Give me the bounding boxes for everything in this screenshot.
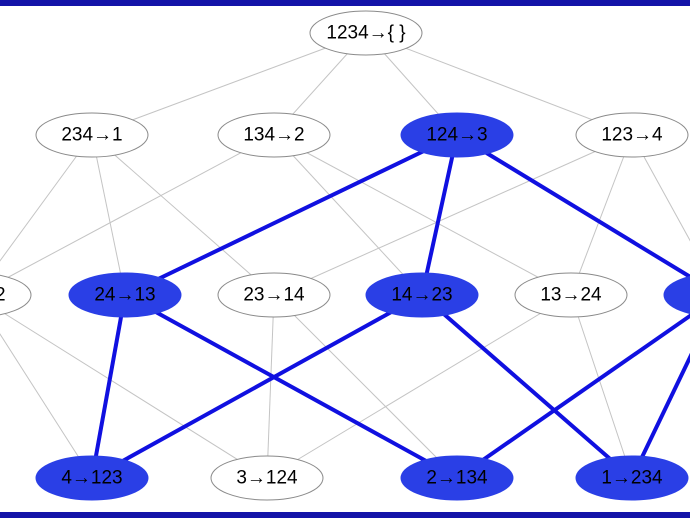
- highlighted-edge-n124_3-to-n12_34: [455, 133, 690, 280]
- node-label: 14→23: [391, 285, 452, 306]
- highlighted-edge-n14_23-to-n4_123: [91, 293, 423, 480]
- node-label: 1→234: [601, 468, 663, 489]
- edge-n234_1-to-n24_13: [91, 134, 126, 296]
- highlighted-edge-n124_3-to-n24_13: [124, 133, 458, 297]
- edge-n123_4-to-n23_14: [273, 134, 633, 296]
- node-n134_2: 134→2: [217, 112, 331, 158]
- highlighted-node-n4_123: 4→123: [35, 455, 149, 501]
- node-ellipse: [35, 112, 149, 158]
- node-ellipse: [210, 455, 324, 501]
- edge-n13_24-to-n1_234: [570, 294, 633, 479]
- node-n123_4: 123→4: [575, 112, 689, 158]
- node-n23_14: 23→14: [217, 272, 331, 318]
- highlighted-node-n12_34: 12→34: [663, 275, 690, 315]
- node-label: 234→1: [61, 125, 122, 146]
- node-ellipse: [575, 455, 689, 501]
- node-ellipse: [400, 112, 514, 158]
- node-label: 24→13: [94, 285, 155, 306]
- node-label: 13→24: [540, 285, 602, 306]
- node-label: 2→134: [426, 468, 488, 489]
- highlighted-edge-n12_34-to-n1_234: [630, 352, 690, 479]
- highlighted-node-n124_3: 124→3: [400, 112, 514, 158]
- node-n234_1: 234→1: [35, 112, 149, 158]
- edge-n34_12-to-n3_124: [0, 310, 268, 479]
- node-label: 123→4: [601, 125, 663, 146]
- node-ellipse: [514, 272, 628, 318]
- node-label: 23→14: [243, 285, 305, 306]
- node-ellipse: [217, 272, 331, 318]
- edge-n134_2-to-n34_12: [0, 134, 275, 283]
- node-ellipse: [309, 10, 423, 56]
- node-label: 3→124: [236, 468, 298, 489]
- highlighted-node-n24_13: 24→13: [68, 272, 182, 318]
- edge-n123_4-to-n12_34: [631, 134, 690, 242]
- edge-n34_12-to-n4_123: [0, 333, 93, 479]
- node-ellipse: [365, 272, 479, 318]
- edge-n13_24-to-n3_124: [266, 294, 572, 479]
- nodes-layer: 1234→{ } 234→1 134→2 124→3 123→4 34→12 24→13 23…: [0, 10, 690, 501]
- node-label: 4→123: [61, 468, 122, 489]
- node-ellipse: [217, 112, 331, 158]
- node-ellipse: [0, 274, 32, 316]
- node-ellipse: [68, 272, 182, 318]
- edge-n134_2-to-n13_24: [273, 134, 572, 296]
- edges-layer: [0, 32, 690, 480]
- node-root: 1234→{ }: [309, 10, 423, 56]
- highlighted-edge-n124_3-to-n14_23: [420, 134, 459, 296]
- highlighted-node-n1_234: 1→234: [575, 455, 689, 501]
- node-ellipse: [663, 275, 690, 315]
- highlighted-edge-n12_34-to-n2_134: [455, 313, 690, 480]
- node-ellipse: [35, 455, 149, 501]
- edge-n123_4-to-n13_24: [570, 134, 633, 296]
- node-ellipse: [400, 455, 514, 501]
- node-label: 34→12: [0, 285, 6, 306]
- edge-n234_1-to-n34_12: [0, 134, 93, 262]
- highlighted-edge-n24_13-to-n4_123: [90, 294, 127, 479]
- edge-root-to-n123_4: [365, 32, 633, 136]
- node-n34_12: 34→12: [0, 274, 32, 316]
- edge-n23_14-to-n2_134: [273, 294, 458, 479]
- edge-root-to-n234_1: [91, 32, 367, 136]
- node-label: 1234→{ }: [326, 23, 405, 44]
- highlighted-edge-n14_23-to-n1_234: [420, 293, 634, 480]
- highlighted-node-n14_23: 14→23: [365, 272, 479, 318]
- highlighted-edge-n24_13-to-n2_134: [124, 293, 458, 480]
- node-label: 134→2: [243, 125, 304, 146]
- node-n3_124: 3→124: [210, 455, 324, 501]
- node-n13_24: 13→24: [514, 272, 628, 318]
- edge-n23_14-to-n3_124: [266, 294, 275, 479]
- node-ellipse: [575, 112, 689, 158]
- edge-n134_2-to-n14_23: [273, 134, 423, 296]
- node-label: 124→3: [426, 125, 487, 146]
- edge-n234_1-to-n23_14: [91, 134, 275, 296]
- highlighted-node-n2_134: 2→134: [400, 455, 514, 501]
